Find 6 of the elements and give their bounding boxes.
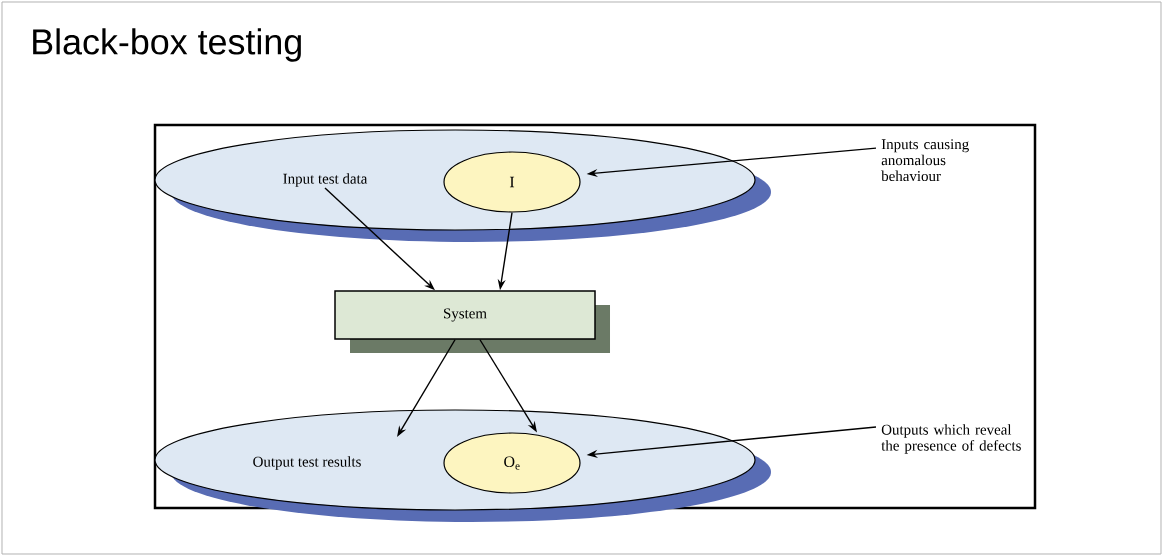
ellipse-region: O$_{e}$ [443,432,581,494]
annotation-text: Outputs which reveal the presence of defects [881,424,1021,454]
annotation-text: Inputs causing anomalous behaviour [881,139,969,182]
system-box: System [334,290,610,353]
ellipse-region: I [443,151,581,213]
slide-title: Black-box testing [33,28,301,62]
